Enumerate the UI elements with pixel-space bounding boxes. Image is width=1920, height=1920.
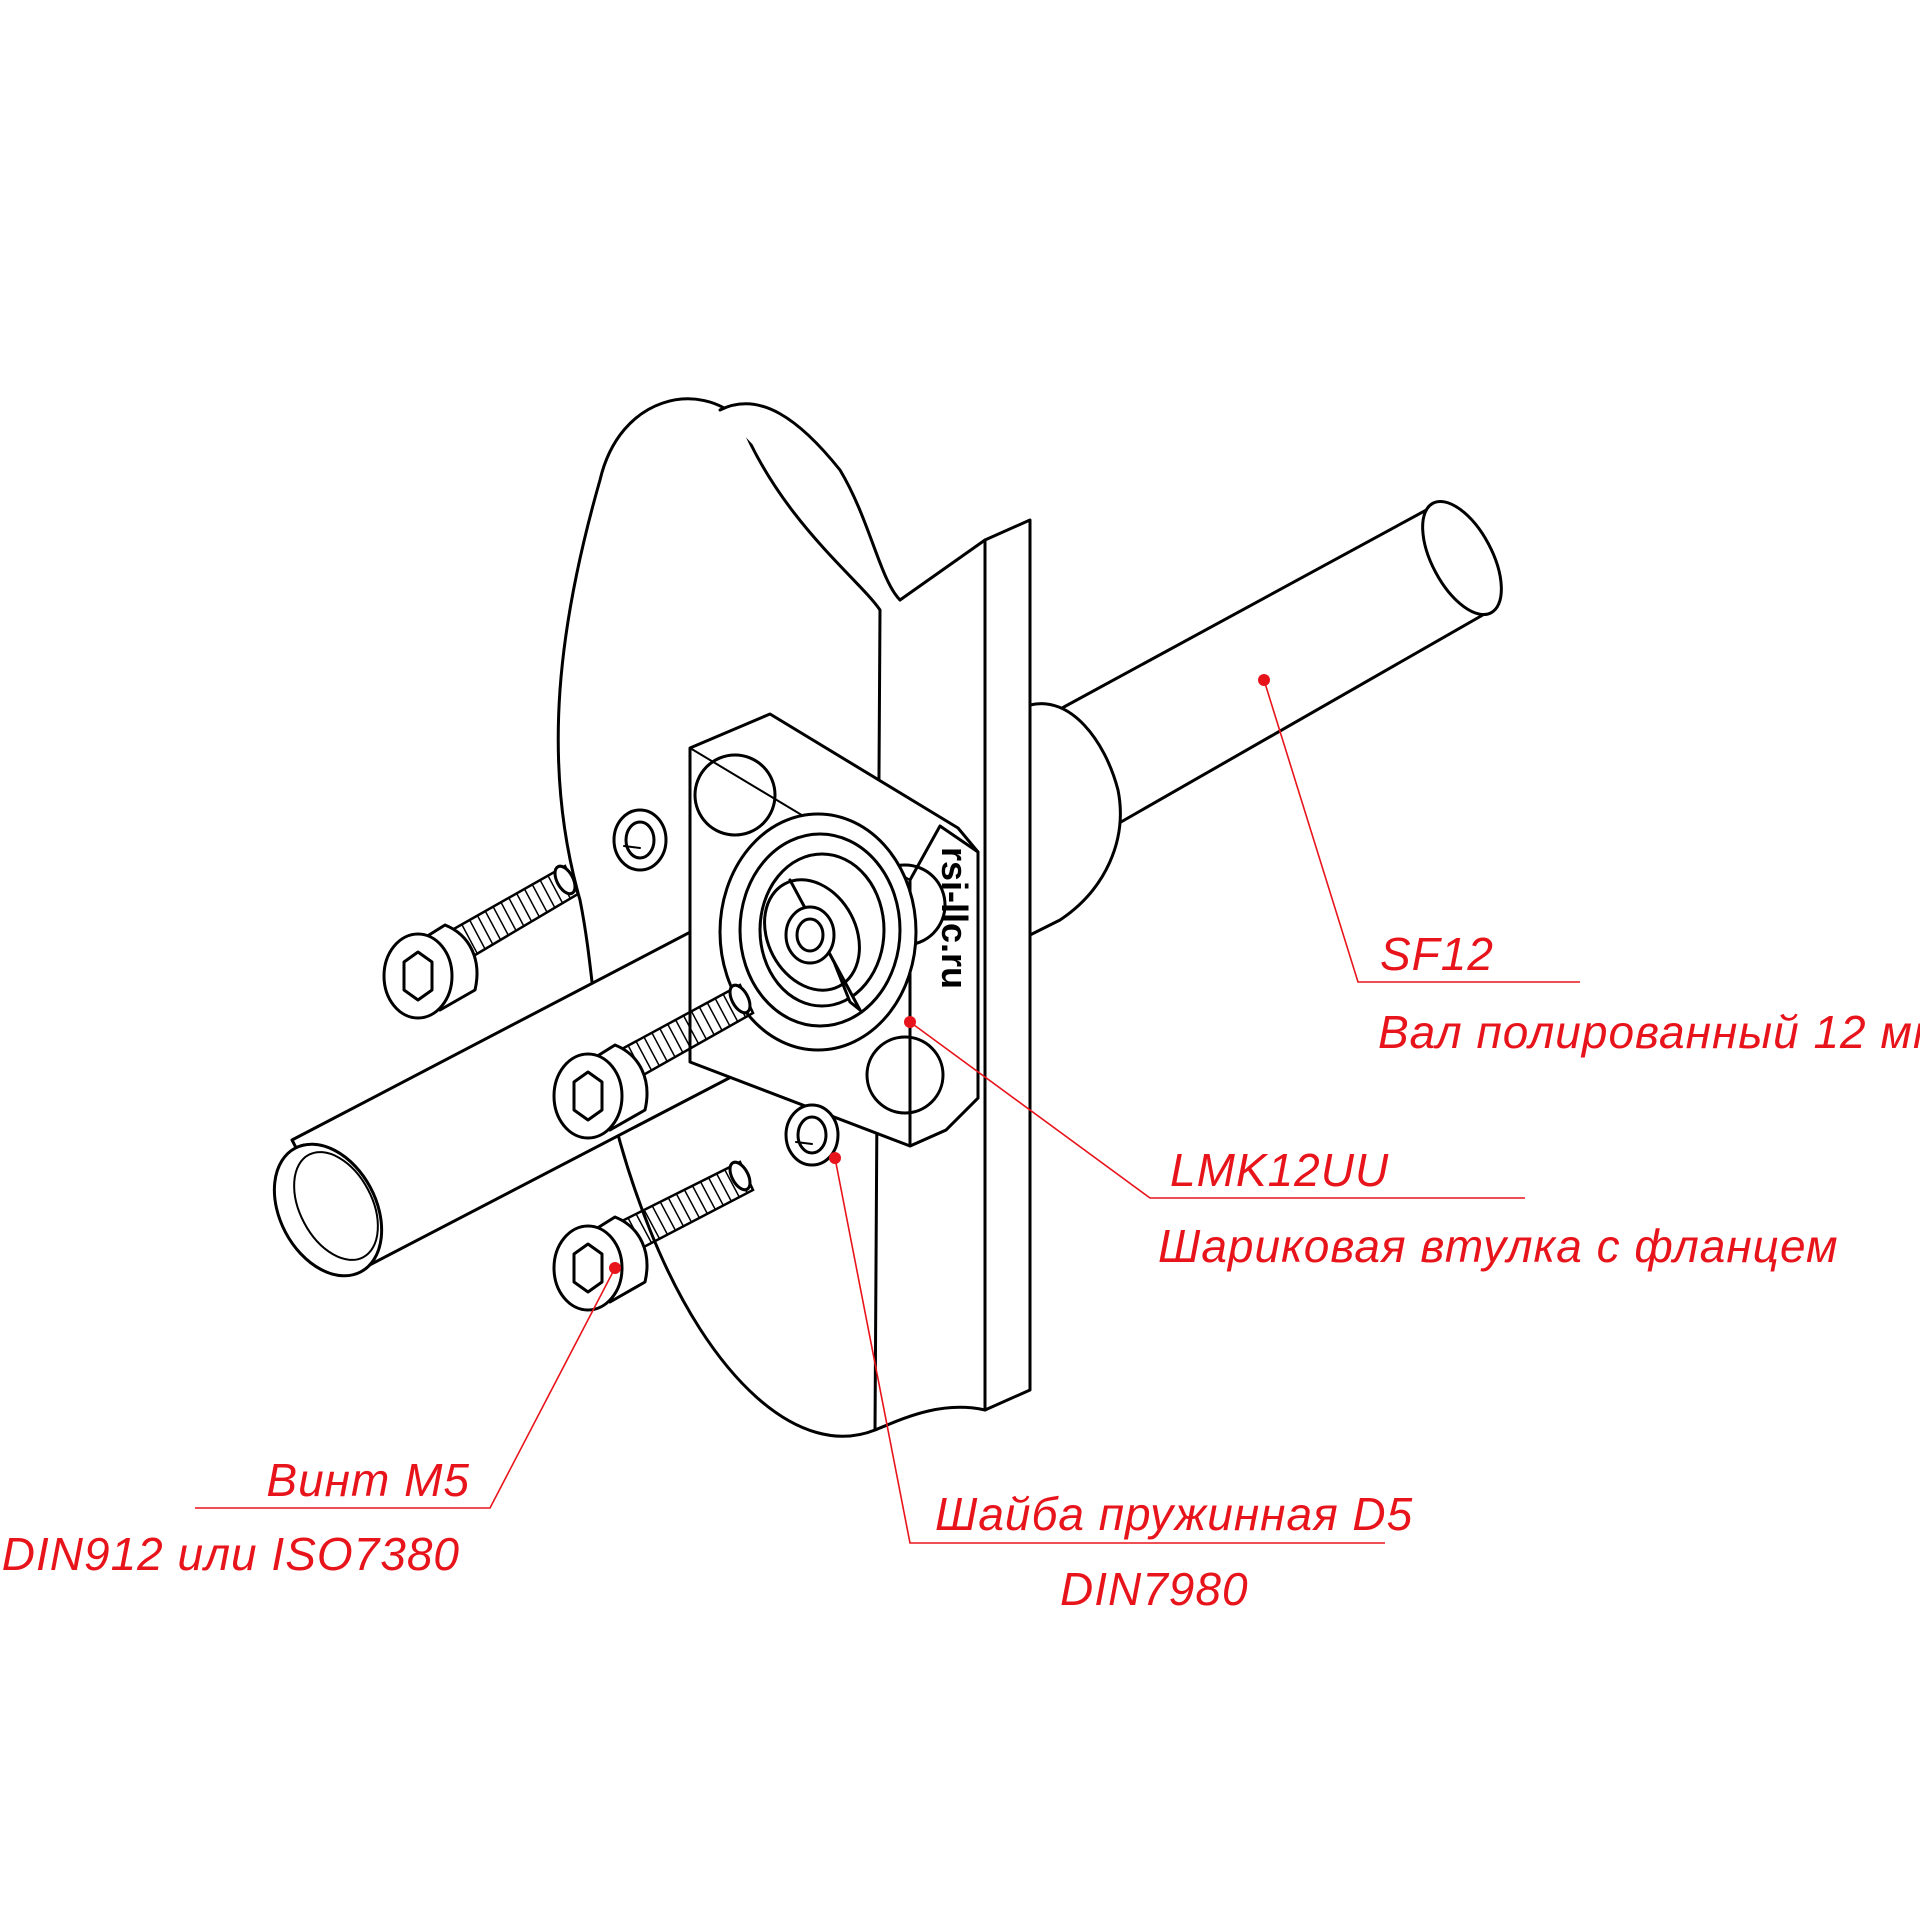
- shaft-rear: [1028, 499, 1503, 937]
- label-washer-desc: DIN7980: [1060, 1563, 1249, 1615]
- label-screw-desc: DIN912 или ISO7380: [2, 1528, 460, 1580]
- spring-washer-upper: [612, 808, 668, 872]
- plate-edge: [983, 518, 1032, 1412]
- flange-marking: rsi-llc.ru: [934, 847, 975, 989]
- leader-screw: [195, 1262, 621, 1509]
- spring-washer-center: [784, 905, 836, 965]
- screw-upper: [382, 864, 580, 1020]
- label-screw-code: Винт М5: [266, 1454, 470, 1506]
- label-shaft-code: SF12: [1380, 928, 1494, 980]
- screw-lower: [552, 1160, 755, 1312]
- leader-shaft: [1258, 674, 1580, 983]
- label-shaft-desc: Вал полированный 12 мм: [1378, 1006, 1920, 1058]
- leader-bushing: [904, 1016, 1525, 1199]
- label-bushing-desc: Шариковая втулка с фланцем: [1158, 1220, 1839, 1272]
- spring-washer-lower: [784, 1103, 840, 1167]
- label-washer-code: Шайба пружинная D5: [935, 1488, 1413, 1540]
- label-bushing-code: LMK12UU: [1170, 1144, 1389, 1196]
- leader-washer: [829, 1152, 1385, 1544]
- screw-center: [552, 983, 755, 1140]
